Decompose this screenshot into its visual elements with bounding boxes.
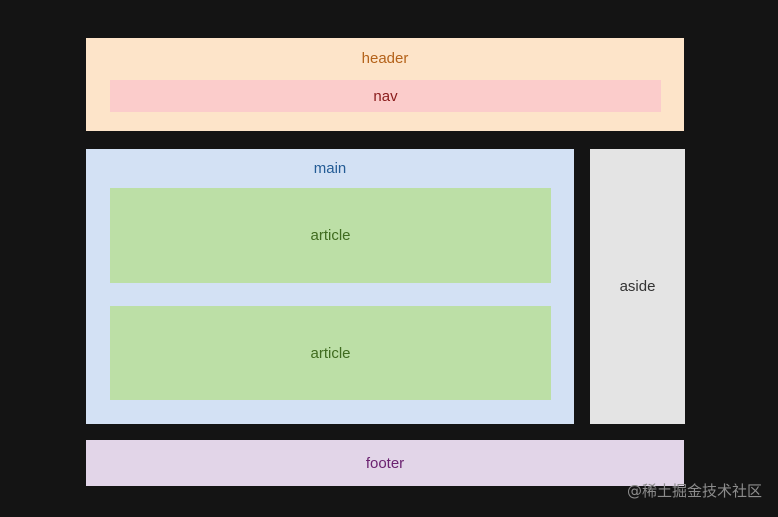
main-label: main <box>313 160 347 177</box>
article-region-1: article <box>110 188 551 283</box>
article-label-2: article <box>310 344 351 362</box>
watermark-text: @稀土掘金技术社区 <box>626 482 762 500</box>
nav-label: nav <box>373 87 398 105</box>
header-label: header <box>361 50 409 67</box>
aside-region: aside <box>590 149 685 424</box>
nav-region: nav <box>110 80 661 112</box>
article-region-2: article <box>110 306 551 400</box>
aside-label: aside <box>619 278 656 295</box>
footer-label: footer <box>365 454 405 472</box>
article-label-1: article <box>310 227 351 244</box>
footer-region: footer <box>86 440 684 486</box>
